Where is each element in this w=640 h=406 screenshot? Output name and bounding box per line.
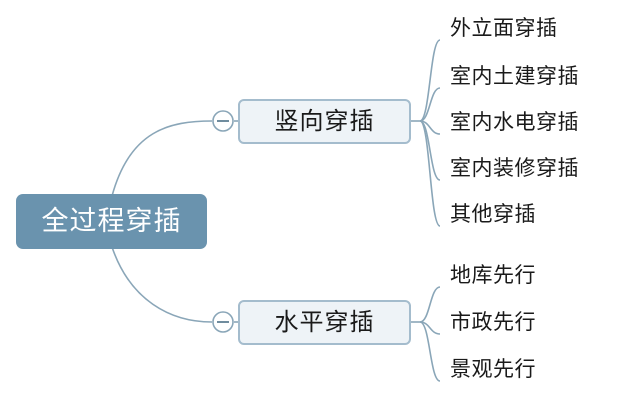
leaf-topic[interactable]: 室内水电穿插	[450, 110, 579, 134]
connector-leaf	[419, 120, 441, 227]
connector-leaf	[419, 321, 441, 382]
leaf-topic[interactable]: 室内装修穿插	[450, 156, 579, 180]
connector-leaf	[419, 39, 441, 122]
leaf-topic[interactable]: 景观先行	[450, 357, 536, 381]
collapse-icon[interactable]	[212, 311, 234, 333]
root-topic[interactable]: 全过程穿插	[16, 194, 207, 249]
leaf-topic[interactable]: 室内土建穿插	[450, 64, 579, 88]
connector-leaf	[419, 286, 441, 323]
branch-topic-horizontal[interactable]: 水平穿插	[238, 300, 411, 345]
connector-leaf	[419, 87, 441, 122]
leaf-topic[interactable]: 地库先行	[450, 263, 536, 287]
leaf-topic[interactable]: 市政先行	[450, 310, 536, 334]
leaf-topic[interactable]: 其他穿插	[450, 202, 536, 226]
leaf-topic[interactable]: 外立面穿插	[450, 16, 558, 40]
collapse-icon[interactable]	[212, 110, 234, 132]
branch-topic-vertical[interactable]: 竖向穿插	[238, 99, 411, 144]
connector-root-vertical	[111, 120, 213, 197]
connector-root-horizontal	[111, 246, 213, 323]
